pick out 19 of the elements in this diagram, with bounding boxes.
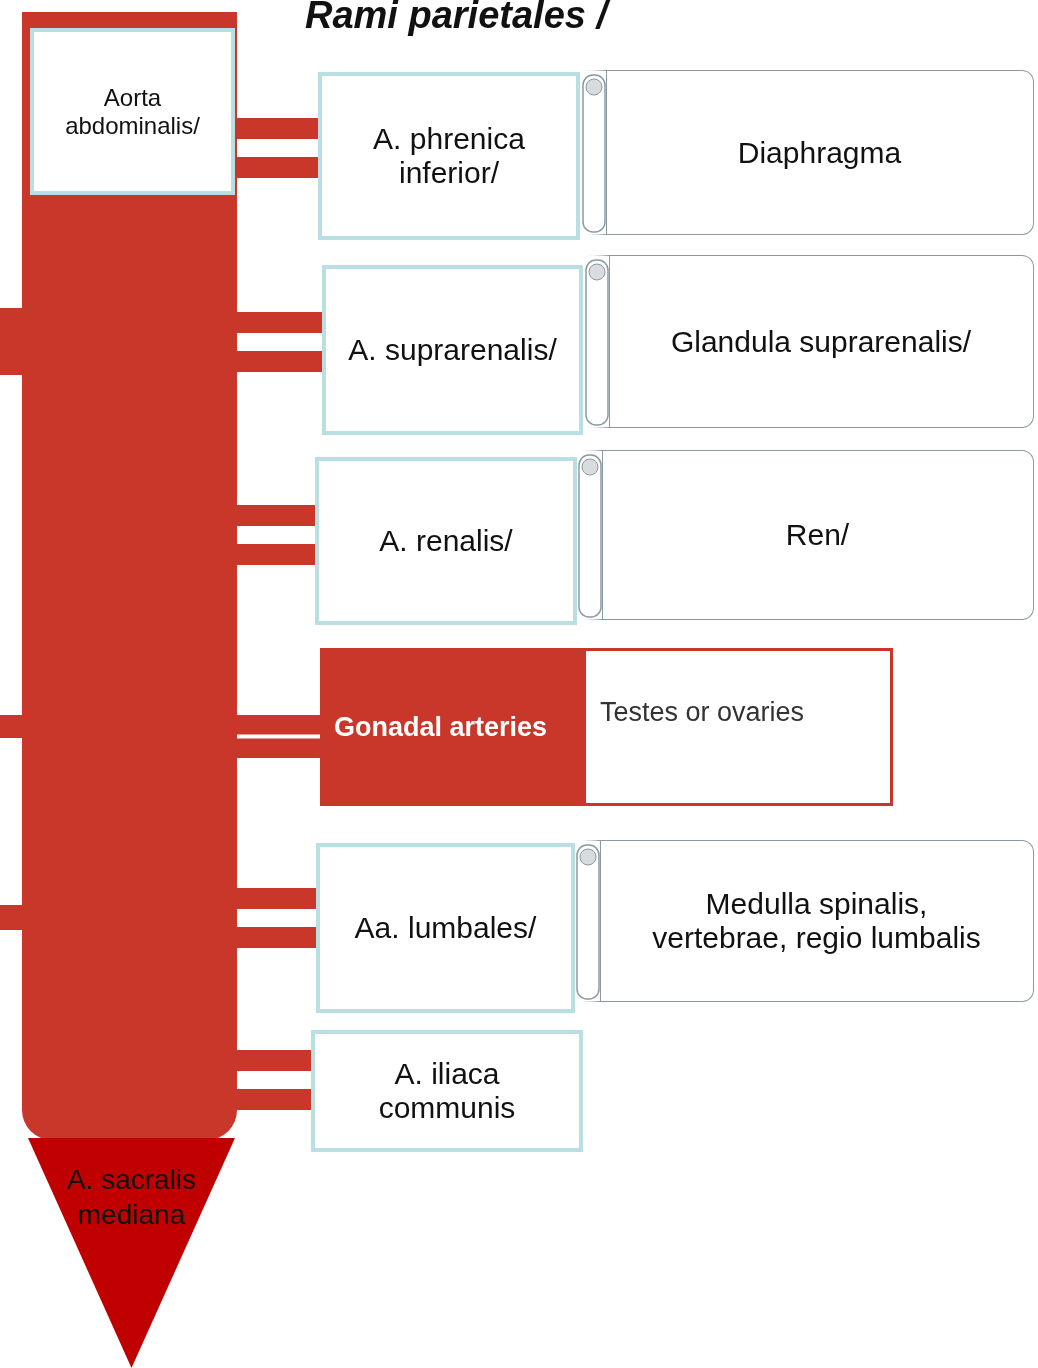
artery-box: A. iliaca communis [311,1030,583,1152]
artery-box: Gonadal arteries [320,648,583,806]
organ-box: Testes or ovaries [583,648,893,806]
artery-box: A. phrenica inferior/ [318,72,580,240]
branch-connector [237,888,316,948]
branch-connector [237,1050,311,1110]
scroll-box: Diaphragma [582,70,1034,235]
scroll-box: Medulla spinalis, vertebrae, regio lumbalis [576,840,1034,1002]
scroll-box: Ren/ [578,450,1034,620]
aorta-label: Aorta abdominalis/ [30,28,235,195]
aorta-bar [22,12,237,1140]
artery-box: Aa. lumbales/ [316,843,575,1013]
scroll-box: Glandula suprarenalis/ [585,255,1034,428]
artery-box: A. suprarenalis/ [322,265,583,435]
branch-connector [237,118,318,178]
artery-box: A. renalis/ [315,457,577,625]
branch-connector [237,505,315,565]
branch-connector [237,312,322,372]
branch-connector [237,715,320,758]
